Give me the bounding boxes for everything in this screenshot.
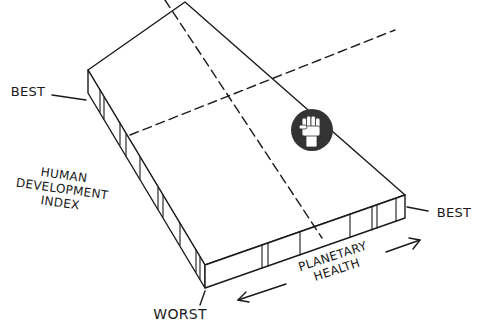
quadrant-divider bbox=[130, 30, 395, 135]
leader-line bbox=[200, 291, 205, 305]
arrow-head bbox=[409, 238, 420, 249]
axis-end-label: WORST bbox=[150, 306, 210, 322]
leader-line bbox=[52, 95, 86, 100]
axis-title: HUMAN DEVELOPMENT INDEX bbox=[12, 163, 113, 217]
leader-line bbox=[407, 207, 428, 211]
fist-icon bbox=[291, 109, 333, 151]
axis-end-label: BEST bbox=[3, 85, 53, 100]
arrow-head bbox=[238, 292, 249, 302]
axis-end-label: BEST bbox=[429, 206, 479, 221]
